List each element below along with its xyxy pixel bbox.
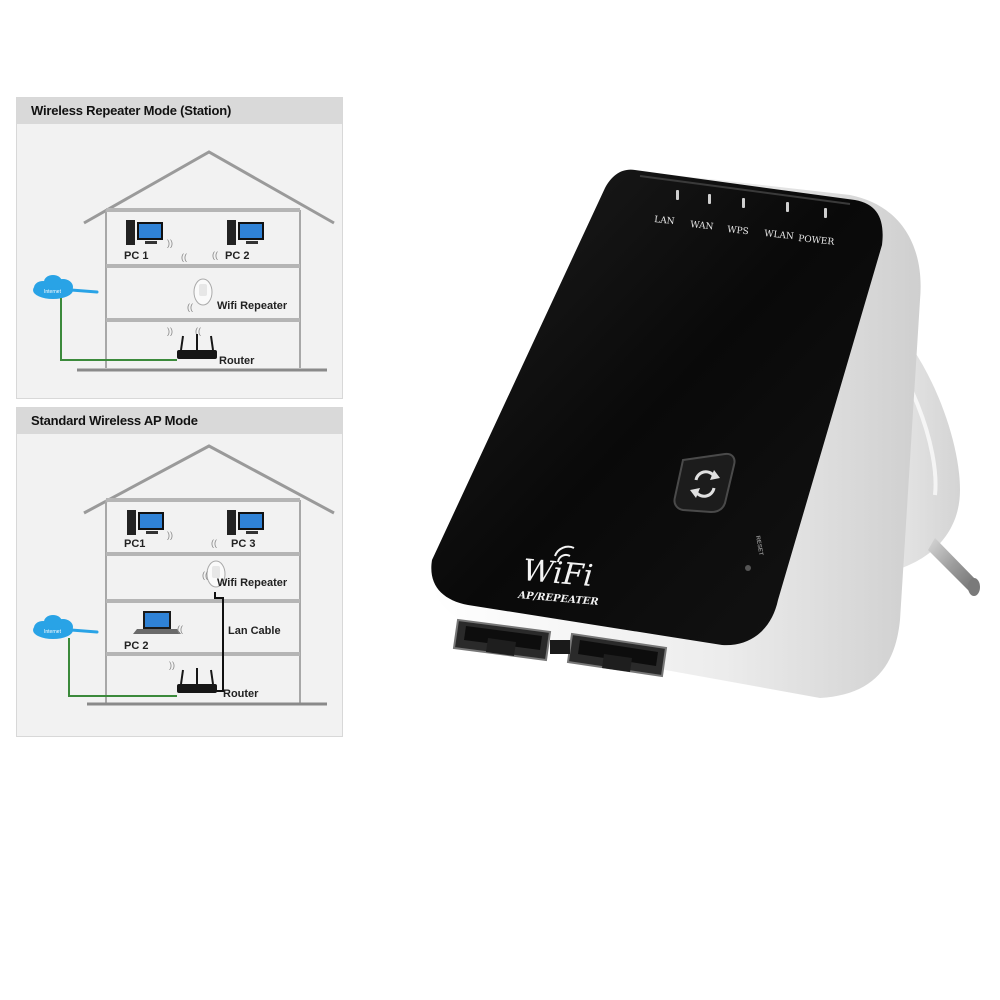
house-roof xyxy=(83,150,335,225)
wifi-signal-icon: (( xyxy=(177,624,183,634)
led-indicator-icon xyxy=(824,208,827,218)
wifi-repeater-device: LAN WAN WPS WLAN POWER WiFi AP/REPEATER xyxy=(430,169,980,698)
led-indicator-icon xyxy=(786,202,789,212)
pc3-label: PC 3 xyxy=(231,538,255,550)
pc1-label: PC1 xyxy=(124,538,145,550)
sync-icon xyxy=(690,470,720,498)
ethernet-port-icon xyxy=(452,618,552,662)
laptop-icon xyxy=(133,611,181,634)
wps-button[interactable] xyxy=(673,452,736,514)
router-label: Router xyxy=(219,355,255,367)
router-icon: )) (( xyxy=(167,326,217,359)
diagram-repeater-mode: Internet PC 1 PC 2 )) (( (( (( Wifi xyxy=(16,97,343,399)
svg-text:)): )) xyxy=(169,660,175,670)
internet-cloud-label: Internet xyxy=(44,289,62,295)
lan-cable xyxy=(213,592,224,692)
led-label-wps: WPS xyxy=(727,225,749,237)
led-indicator-icon xyxy=(708,194,711,204)
house-roof xyxy=(83,444,335,515)
svg-text:((: (( xyxy=(202,570,208,580)
ethernet-port-icon xyxy=(566,632,668,678)
svg-text:)): )) xyxy=(167,326,173,336)
wifi-signal-icon: (( xyxy=(212,250,218,260)
wifi-repeater-icon: (( xyxy=(202,560,226,588)
wifi-signal-icon: )) xyxy=(167,238,173,248)
diagram-title: Standard Wireless AP Mode xyxy=(17,408,342,434)
led-indicator-icon xyxy=(676,190,679,200)
pc2-label: PC 2 xyxy=(225,250,249,262)
led-label-lan: LAN xyxy=(654,215,675,227)
pc1-label: PC 1 xyxy=(124,250,148,262)
wifi-signal-icon: )) xyxy=(167,530,173,540)
svg-text:((: (( xyxy=(195,326,201,336)
wifi-logo: WiFi AP/REPEATER xyxy=(517,545,599,608)
wifi-signal-icon: (( xyxy=(181,252,187,262)
router-label: Router xyxy=(223,688,259,700)
desktop-pc-icon xyxy=(227,220,264,245)
device-front-panel xyxy=(431,169,883,646)
internet-cloud-icon xyxy=(33,615,99,639)
laptop-label: PC 2 xyxy=(124,640,148,652)
led-label-wan: WAN xyxy=(690,220,714,232)
internet-cloud-icon xyxy=(33,275,99,299)
internet-cable xyxy=(60,298,177,361)
face-highlight xyxy=(639,175,851,205)
led-label-power: POWER xyxy=(798,234,835,248)
internet-cable xyxy=(68,638,177,697)
wifi-repeater-label: Wifi Repeater xyxy=(217,577,288,589)
led-indicator-icon xyxy=(742,198,745,208)
wifi-arc-icon xyxy=(554,545,575,563)
desktop-pc-icon xyxy=(127,510,164,535)
desktop-pc-icon xyxy=(126,220,163,245)
internet-cloud-label: Internet xyxy=(44,629,62,635)
port-divider xyxy=(550,640,570,654)
plug-pin-icon xyxy=(928,538,980,596)
svg-text:((: (( xyxy=(187,302,193,312)
reset-button[interactable] xyxy=(745,565,751,571)
desktop-pc-icon xyxy=(227,510,264,535)
wifi-repeater-label: Wifi Repeater xyxy=(217,300,288,312)
diagram-ap-mode: Internet PC1 PC 3 )) (( (( Wifi Repeater xyxy=(16,407,343,737)
reset-label: RESET xyxy=(754,535,763,556)
repeater-mode-illustration: Internet PC 1 PC 2 )) (( (( (( Wifi xyxy=(33,150,335,372)
wifi-signal-icon: (( xyxy=(211,538,217,548)
lan-cable-label: Lan Cable xyxy=(228,625,281,637)
wifi-repeater-icon: (( xyxy=(187,278,213,312)
led-label-wlan: WLAN xyxy=(764,229,795,242)
ap-mode-illustration: Internet PC1 PC 3 )) (( (( Wifi Repeater xyxy=(33,444,335,706)
diagram-title: Wireless Repeater Mode (Station) xyxy=(17,98,342,124)
router-icon: )) xyxy=(169,660,217,693)
